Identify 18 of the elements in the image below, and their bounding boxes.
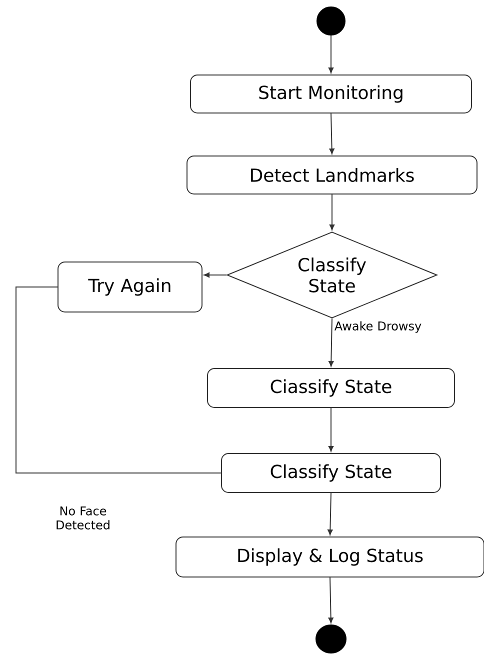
arrow — [329, 113, 334, 154]
arrow — [328, 35, 334, 74]
process-box: Start Monitoring — [190, 74, 472, 114]
start-circle — [316, 6, 346, 36]
process-box: Try Again — [58, 262, 202, 312]
edge-label: No Face Detected — [56, 506, 110, 530]
process-box: Classify State — [221, 453, 441, 493]
end-circle — [316, 624, 346, 654]
arrow — [329, 194, 335, 230]
arrow — [328, 408, 334, 452]
arrow — [328, 577, 334, 624]
arrow — [328, 492, 333, 536]
edge-label: Awake Drowsy — [334, 321, 422, 333]
process-box: Ciassify State — [207, 368, 455, 408]
arrow — [328, 318, 334, 367]
process-box: Display & Log Status — [176, 536, 484, 578]
process-box: Detect Landmarks — [186, 156, 478, 194]
arrow — [204, 272, 227, 278]
